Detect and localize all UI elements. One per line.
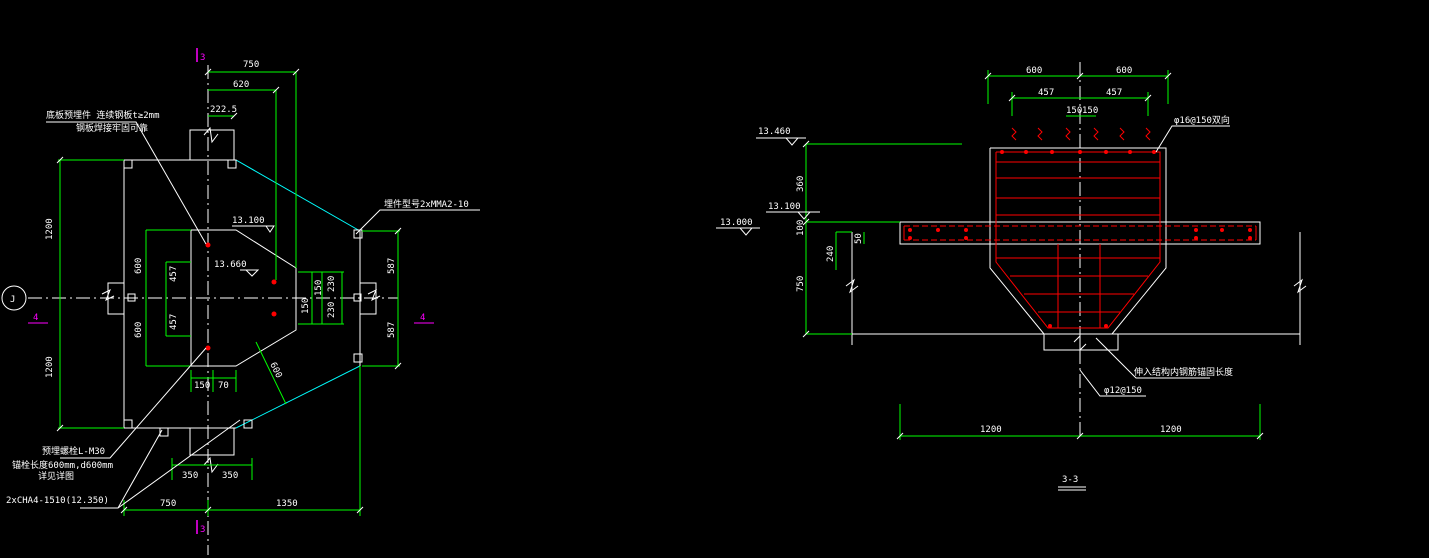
plan-plate-2 (227, 159, 237, 169)
plan-level-marker-13100 (265, 225, 275, 233)
section-title: 3-3 (1062, 475, 1078, 485)
sec-dim-360: 360 (796, 176, 806, 192)
axis-label-J: J (10, 295, 15, 305)
plan-view: J 3 3 4 4 750 620 222.5 1200 1200 600 60… (1, 48, 480, 555)
plan-plate-8 (127, 293, 136, 302)
sec-level-13460: 13.460 (758, 127, 791, 137)
plan-break-right (367, 288, 381, 302)
plan-level-marker-13660 (244, 269, 260, 277)
sec-dim-150-right: 150 (1082, 106, 1098, 116)
dim-1200-top: 1200 (45, 218, 55, 240)
dim-587-a: 587 (387, 258, 397, 274)
plan-plate-9 (353, 293, 362, 302)
plan-plate-5 (123, 419, 133, 429)
level-mark-13100 (796, 211, 812, 220)
note-bl-3: 详见详图 (38, 470, 74, 482)
dim-230-a: 230 (327, 276, 337, 292)
plan-break-top (203, 126, 219, 144)
dim-222-5: 222.5 (210, 105, 237, 115)
section-tag-left: 4 (33, 313, 38, 323)
dim-1200-bottom: 1200 (45, 356, 55, 378)
plan-break-left (101, 288, 115, 302)
cap-outline (989, 147, 1167, 335)
section-dimension-ticks (802, 72, 1264, 440)
sec-dim-1200-right: 1200 (1160, 425, 1182, 435)
slab-outline (899, 221, 1261, 245)
level-13660-plan: 13.660 (214, 260, 247, 270)
dim-150-b: 150 (314, 280, 324, 296)
plan-anchor-4 (271, 311, 277, 317)
plan-plate-3 (353, 229, 363, 239)
dim-150-bottom: 150 (194, 381, 210, 391)
section-rebar (903, 151, 1257, 329)
dowel-marks (1011, 127, 1151, 141)
plan-dimension-ticks (56, 68, 402, 514)
note-right: 埋件型号2xMMA2-10 (384, 198, 469, 210)
dim-230-b: 230 (327, 302, 337, 318)
dim-587-b: 587 (387, 322, 397, 338)
section-tag-right: 4 (420, 313, 425, 323)
sec-dim-50: 50 (854, 233, 864, 244)
note-bl-1: 预埋螺栓L-M30 (42, 445, 105, 457)
level-13100-plan: 13.100 (232, 216, 265, 226)
section-view: 600 600 457 457 150 150 360 100 240 50 7… (716, 62, 1307, 491)
plan-anchor-3 (271, 279, 277, 285)
sec-note-rebar-bottom: φ12@150 (1104, 386, 1142, 396)
plan-column-bottom (189, 428, 235, 456)
sec-dim-457-right: 457 (1106, 88, 1122, 98)
axis-bubble-J (1, 285, 27, 311)
plan-plate-4 (353, 353, 363, 363)
plan-anchor-2 (205, 345, 211, 351)
dim-350-a: 350 (182, 471, 198, 481)
sec-level-13100: 13.100 (768, 202, 801, 212)
sec-dim-600-right: 600 (1116, 66, 1132, 76)
dim-457-b: 457 (169, 314, 179, 330)
dim-600-a: 600 (134, 258, 144, 274)
note-bl-2: 锚栓长度600mm,d600mm (12, 459, 113, 471)
break-left (845, 278, 859, 294)
dim-457-a: 457 (169, 266, 179, 282)
dim-1350: 1350 (276, 499, 298, 509)
level-mark-13000 (738, 227, 754, 236)
section-leaders (1079, 125, 1230, 397)
dim-350-b: 350 (222, 471, 238, 481)
note-top-1: 底板预埋件 连续钢板t≥2mm (46, 109, 160, 121)
plan-outline-cyan (123, 159, 361, 429)
plan-dimension-lines (58, 71, 400, 516)
dim-750-top: 750 (243, 60, 259, 70)
sec-level-13000: 13.000 (720, 218, 753, 228)
rebar-dots (908, 150, 1252, 328)
sec-dim-100: 100 (796, 220, 806, 236)
sec-note-rebar-top: φ16@150双向 (1174, 114, 1230, 126)
level-mark-13460 (784, 137, 800, 146)
dim-750-bottom: 750 (160, 499, 176, 509)
plan-plate-6 (159, 427, 169, 437)
sec-dim-750: 750 (796, 276, 806, 292)
section-mark-bottom: 3 (200, 525, 205, 535)
break-right (1293, 278, 1307, 294)
dim-600-b: 600 (134, 322, 144, 338)
plan-plate-7 (243, 419, 253, 429)
dim-150-a: 150 (301, 298, 311, 314)
section-mark-top: 3 (200, 53, 205, 63)
sec-note-rebar: 伸入结构内钢筋锚固长度 (1134, 366, 1233, 378)
note-top-2: 钢板焊接牢固可靠 (76, 122, 148, 134)
sec-dim-600-left: 600 (1026, 66, 1042, 76)
sec-dim-150-left: 150 (1066, 106, 1082, 116)
dim-70: 70 (218, 381, 229, 391)
sec-dim-1200-left: 1200 (980, 425, 1002, 435)
plan-leader-lines (46, 121, 480, 509)
pile-break (1073, 334, 1087, 352)
sec-dim-457-left: 457 (1038, 88, 1054, 98)
pile-stub (1043, 334, 1119, 351)
note-bl-4: 2xCHA4-1510(12.350) (6, 496, 109, 506)
plan-column-top (189, 129, 235, 160)
plan-anchor-1 (205, 242, 211, 248)
dim-620: 620 (233, 80, 249, 90)
sec-dim-240: 240 (826, 246, 836, 262)
plan-plate-1 (123, 159, 133, 169)
